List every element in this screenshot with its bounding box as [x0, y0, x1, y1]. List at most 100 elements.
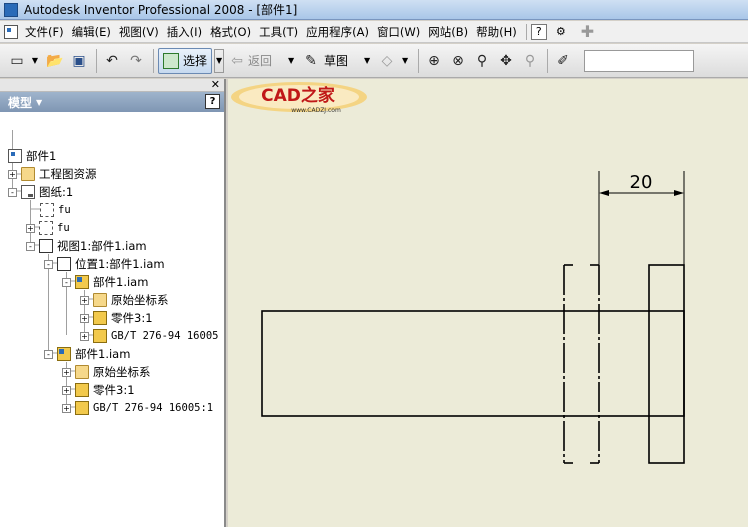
redo-icon[interactable]: ↷ — [130, 52, 142, 69]
tree-item-label: GB/T 276-94 16005 — [111, 330, 219, 342]
tree-item-part3-2[interactable]: + 零件3:1 — [62, 381, 135, 399]
sketch-label[interactable]: 草图 — [324, 54, 349, 68]
collapse-toggle[interactable]: - — [44, 349, 53, 359]
border-icon — [40, 203, 54, 217]
menu-tools[interactable]: 工具(T) — [259, 24, 299, 39]
menu-format[interactable]: 格式(O) — [210, 24, 252, 39]
new-dropdown-arrow-icon[interactable]: ▼ — [31, 56, 39, 65]
help-icon[interactable]: ? — [530, 23, 547, 40]
expand-toggle[interactable]: + — [62, 385, 71, 395]
open-folder-icon[interactable]: 📂 — [46, 52, 64, 69]
browser-help-icon[interactable]: ? — [205, 94, 220, 109]
tree-item-view1[interactable]: - 视图1:部件1.iam — [26, 237, 147, 255]
select-dropdown-arrow-icon[interactable]: ▼ — [214, 48, 225, 73]
menu-help[interactable]: 帮助(H) — [476, 24, 517, 39]
zoom-icon[interactable]: ⚲ — [476, 52, 488, 69]
expand-toggle[interactable]: + — [62, 403, 71, 413]
dimension-text[interactable]: 20 — [630, 172, 653, 193]
select-arrow-icon — [163, 52, 179, 69]
folder-icon — [75, 365, 89, 379]
tree-item-part3[interactable]: + 零件3:1 — [80, 309, 153, 327]
ring-outline[interactable] — [648, 264, 685, 464]
save-icon[interactable]: ▣ — [72, 52, 86, 69]
expand-toggle[interactable]: + — [80, 295, 89, 305]
browser-header[interactable]: 模型 ▼ ? — [0, 92, 224, 112]
whats-this-icon[interactable]: ⚙ — [555, 25, 566, 38]
toolbar-separator — [418, 48, 420, 73]
expand-toggle[interactable]: + — [62, 367, 71, 377]
sketch-dropdown-arrow-icon[interactable]: ▼ — [363, 56, 371, 65]
folder-icon — [21, 167, 35, 181]
collapse-toggle[interactable]: - — [26, 241, 35, 251]
tree-item-label: 位置1:部件1.iam — [75, 257, 165, 271]
part-cube-icon — [93, 329, 107, 343]
collapse-toggle[interactable]: - — [44, 259, 53, 269]
hidden-bearing-left[interactable] — [563, 264, 600, 464]
sketch-icon[interactable]: ✎ — [305, 52, 317, 69]
tree-item-origin[interactable]: + 原始坐标系 — [80, 291, 169, 309]
zoom-selected-icon[interactable]: ⚲ — [524, 52, 536, 69]
select-button[interactable]: 选择 — [158, 47, 213, 74]
expand-toggle[interactable]: + — [26, 223, 35, 233]
tree-item-assembly-iam-2[interactable]: - 部件1.iam — [44, 345, 130, 363]
tree-item-drawing-resources[interactable]: + 工程图资源 — [8, 165, 97, 183]
select-label: 选择 — [183, 54, 208, 68]
tree-item-label: 部件1 — [26, 149, 57, 163]
plus-icon[interactable]: ✚ — [580, 22, 595, 41]
menu-website[interactable]: 网站(B) — [428, 24, 469, 39]
tree-item-label: 原始坐标系 — [93, 365, 151, 379]
tree-item-origin-2[interactable]: + 原始坐标系 — [62, 363, 151, 381]
style-input[interactable] — [584, 49, 695, 72]
tree-item-root-assembly[interactable]: 部件1 — [8, 147, 56, 165]
svg-text:www.CADZJ.com: www.CADZJ.com — [291, 107, 341, 114]
tree-item-bearing[interactable]: + GB/T 276-94 16005 — [80, 327, 218, 345]
assembly-icon — [57, 347, 71, 361]
menu-bar: 文件(F) 编辑(E) 视图(V) 插入(I) 格式(O) 工具(T) 应用程序… — [0, 21, 748, 43]
new-file-icon[interactable]: ▭ — [10, 52, 24, 69]
dimension-arrow-right — [674, 190, 684, 196]
menu-applications[interactable]: 应用程序(A) — [306, 24, 369, 39]
tree-item-label: 图纸:1 — [39, 185, 74, 199]
part-cube-icon — [75, 383, 89, 397]
tree-item-title-block[interactable]: + fu — [26, 219, 70, 237]
chevron-down-icon[interactable]: ▼ — [36, 97, 43, 107]
dimension-arrow-left — [599, 190, 609, 196]
undo-icon[interactable]: ↶ — [106, 52, 118, 69]
return-icon[interactable]: ⇦ — [231, 52, 243, 69]
folder-icon — [93, 293, 107, 307]
collapse-toggle[interactable]: - — [62, 277, 71, 287]
expand-toggle[interactable]: + — [80, 313, 89, 323]
menu-edit[interactable]: 编辑(E) — [71, 24, 111, 39]
document-icon[interactable] — [4, 24, 18, 39]
drawing-canvas[interactable]: 20 CAD之家 www.CADZJ.com — [228, 79, 748, 527]
toolbar-separator — [547, 48, 549, 73]
expand-toggle[interactable]: + — [80, 331, 89, 341]
tree-item-sheet[interactable]: - 图纸:1 — [8, 183, 73, 201]
tree-item-label: 部件1.iam — [93, 275, 149, 289]
update-icon[interactable]: ◇ — [381, 52, 393, 69]
window-title: Autodesk Inventor Professional 2008 - [部… — [24, 3, 298, 17]
zoom-window-icon[interactable]: ⊗ — [452, 52, 464, 69]
return-label[interactable]: 返回 — [248, 54, 273, 68]
model-browser-panel: ✕ 模型 ▼ ? — [0, 78, 226, 527]
tree-item-bearing-2[interactable]: + GB/T 276-94 16005:1 — [62, 399, 213, 417]
menu-view[interactable]: 视图(V) — [118, 24, 159, 39]
expand-toggle[interactable]: + — [8, 169, 17, 179]
tree-item-position1[interactable]: - 位置1:部件1.iam — [44, 255, 165, 273]
zoom-all-icon[interactable]: ⊕ — [428, 52, 440, 69]
tree-item-border[interactable]: fu — [40, 201, 71, 219]
update-dropdown-arrow-icon[interactable]: ▼ — [401, 56, 409, 65]
return-dropdown-arrow-icon[interactable]: ▼ — [287, 56, 295, 65]
shaft-outline[interactable] — [261, 310, 685, 417]
panel-grip: ✕ — [0, 78, 224, 92]
menu-file[interactable]: 文件(F) — [25, 24, 64, 39]
tree-item-label: fu — [57, 222, 70, 234]
pan-icon[interactable]: ✥ — [500, 52, 512, 69]
collapse-toggle[interactable]: - — [8, 187, 17, 197]
styles-icon[interactable]: ✐ — [557, 52, 569, 69]
close-icon[interactable]: ✕ — [210, 78, 220, 91]
menu-window[interactable]: 窗口(W) — [376, 24, 421, 39]
tree-item-assembly-iam[interactable]: - 部件1.iam — [62, 273, 148, 291]
menu-insert[interactable]: 插入(I) — [166, 24, 203, 39]
drawing-view: 20 — [261, 171, 685, 464]
